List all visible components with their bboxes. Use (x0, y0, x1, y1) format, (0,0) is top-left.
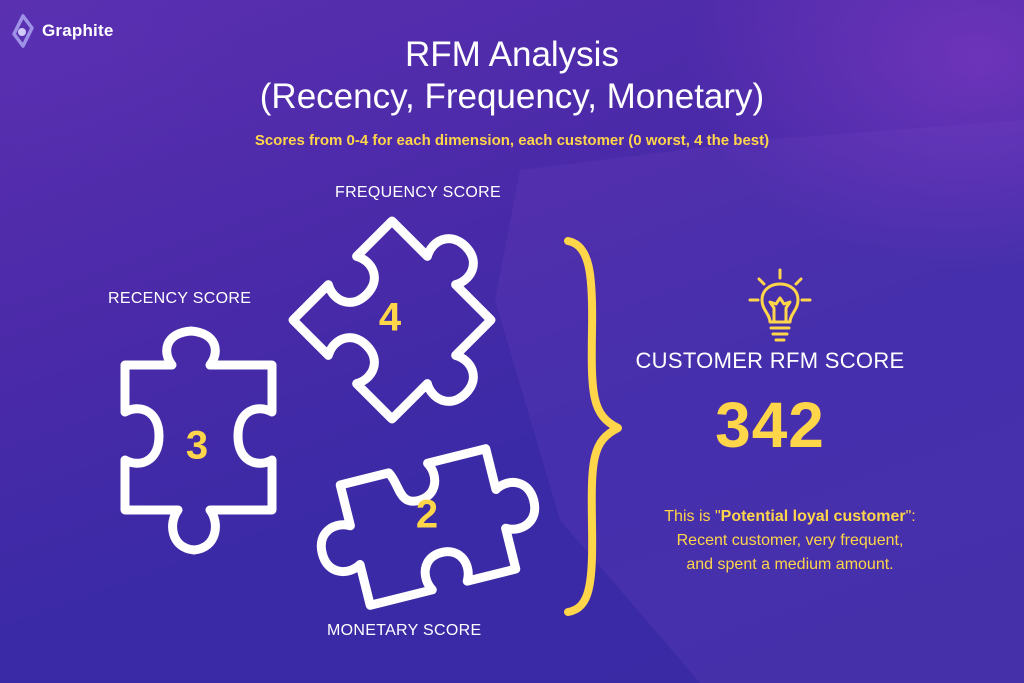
description-line-2: Recent customer, very frequent, (676, 532, 904, 549)
lightbulb-icon (748, 268, 812, 342)
monetary-score: 2 (415, 492, 439, 537)
description-line-1: This is "Potential loyal customer": (600, 505, 980, 529)
recency-label: RECENCY SCORE (108, 290, 252, 307)
segment-description: This is "Potential loyal customer": Rece… (600, 505, 980, 577)
recency-score: 3 (185, 423, 209, 468)
segment-name: Potential loyal customer (720, 508, 906, 525)
brand-name: Graphite (42, 21, 114, 40)
rfm-score-value: 342 (715, 389, 825, 461)
recency-puzzle-icon (120, 326, 277, 555)
page-title: RFM Analysis (Recency, Frequency, Moneta… (0, 34, 1024, 118)
frequency-label: FREQUENCY SCORE (335, 184, 502, 201)
description-prefix: This is " (664, 508, 721, 525)
title-line-1: RFM Analysis (405, 35, 619, 74)
frequency-score: 4 (378, 295, 402, 340)
description-suffix: ": (905, 508, 916, 525)
rfm-score-label: CUSTOMER RFM SCORE (635, 348, 905, 373)
monetary-puzzle-icon (316, 444, 540, 610)
frequency-puzzle-icon (288, 216, 496, 424)
graphite-diamond-logo-icon (12, 14, 34, 48)
monetary-label: MONETARY SCORE (327, 622, 482, 639)
brand-logo: Graphite (10, 14, 114, 48)
subtitle: Scores from 0-4 for each dimension, each… (254, 132, 770, 149)
description-line-3: and spent a medium amount. (686, 556, 894, 573)
title-line-2: (Recency, Frequency, Monetary) (259, 77, 765, 116)
